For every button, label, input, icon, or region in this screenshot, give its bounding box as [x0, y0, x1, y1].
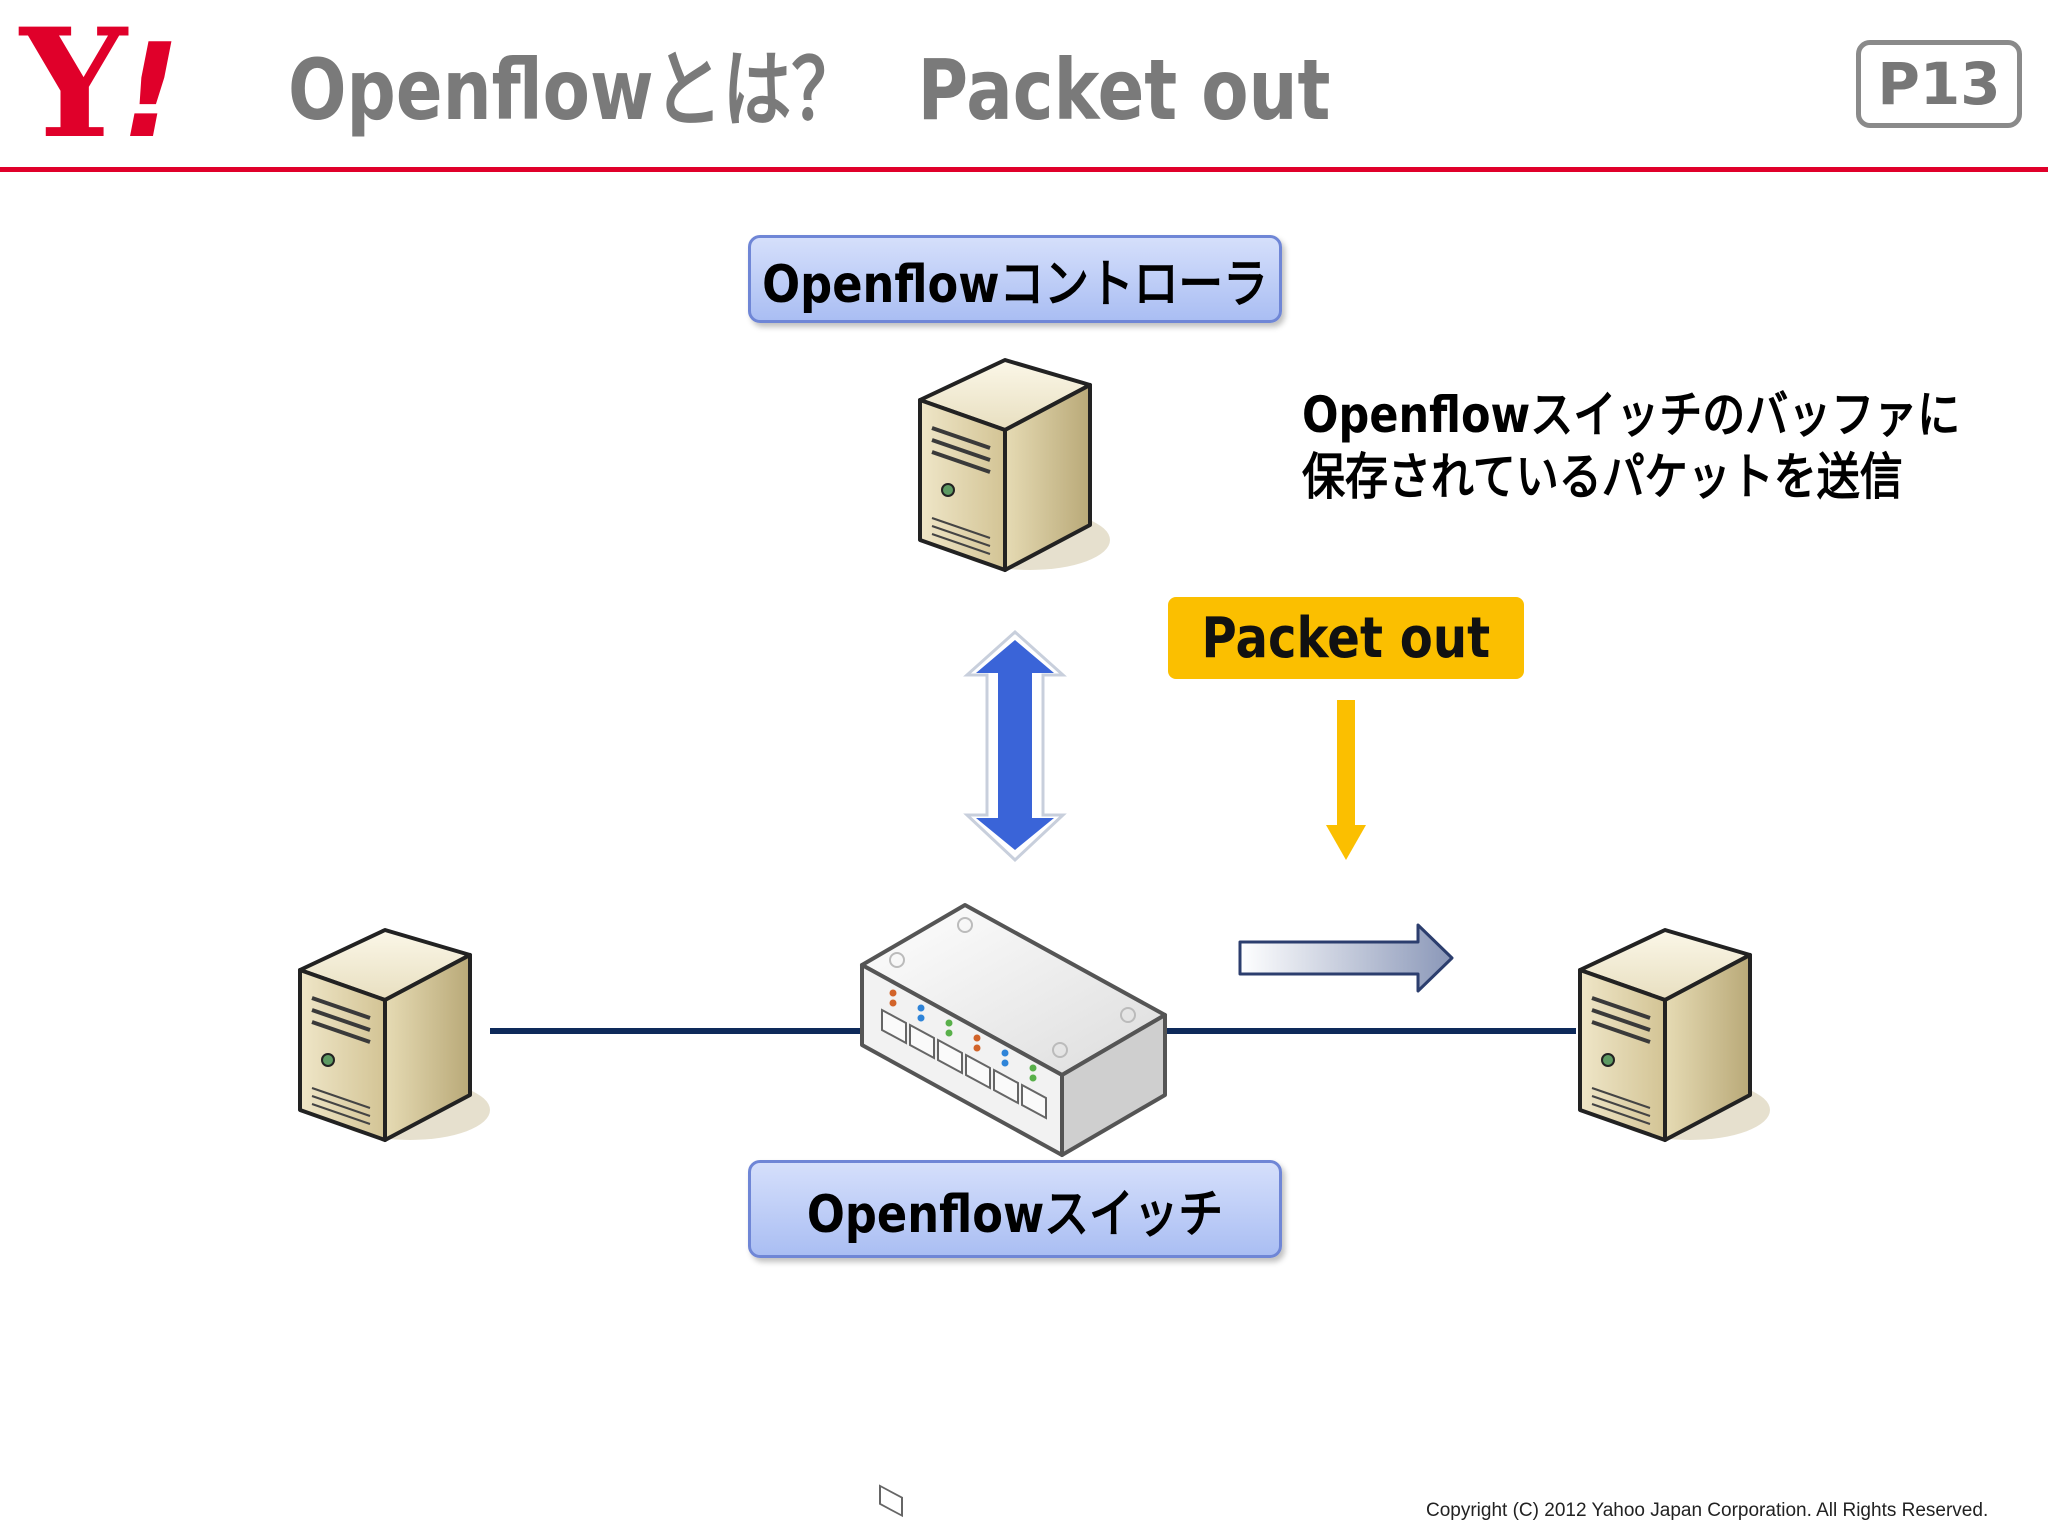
page-title: Openflowとは？ Packet out	[288, 40, 1330, 140]
description-line-1: Openflowスイッチのバッファに	[1302, 386, 1961, 444]
yahoo-logo: Y!	[20, 9, 250, 161]
packet-out-badge: Packet out	[1168, 597, 1524, 679]
header-divider	[0, 167, 2048, 172]
switch-label-text: Openflowスイッチ	[806, 1184, 1224, 1245]
page-number-badge: P13	[1856, 40, 2022, 128]
down-arrow-icon	[1326, 700, 1366, 860]
controller-server-icon	[918, 358, 1110, 572]
copyright-notice: Copyright (C) 2012 Yahoo Japan Corporati…	[1426, 1500, 1989, 1521]
title-text: Openflowとは？	[288, 41, 861, 139]
packet-out-label: Packet out	[1201, 605, 1491, 671]
title-subtitle: Packet out	[917, 41, 1331, 139]
right-server-icon	[1578, 928, 1770, 1142]
description-text: Openflowスイッチのバッファに 保存されているパケットを送信	[1302, 384, 1961, 508]
switch-label: Openflowスイッチ	[748, 1160, 1282, 1258]
controller-label: Openflowコントローラ	[748, 235, 1282, 323]
left-server-icon	[298, 928, 490, 1142]
openflow-switch-icon	[860, 903, 1167, 1518]
logo-letter: Y	[20, 0, 127, 172]
double-arrow-icon	[963, 629, 1067, 863]
logo-exclamation: !	[121, 15, 180, 167]
description-line-2: 保存されているパケットを送信	[1302, 448, 1903, 506]
controller-label-text: Openflowコントローラ	[762, 254, 1268, 315]
right-arrow-icon	[1238, 923, 1454, 993]
